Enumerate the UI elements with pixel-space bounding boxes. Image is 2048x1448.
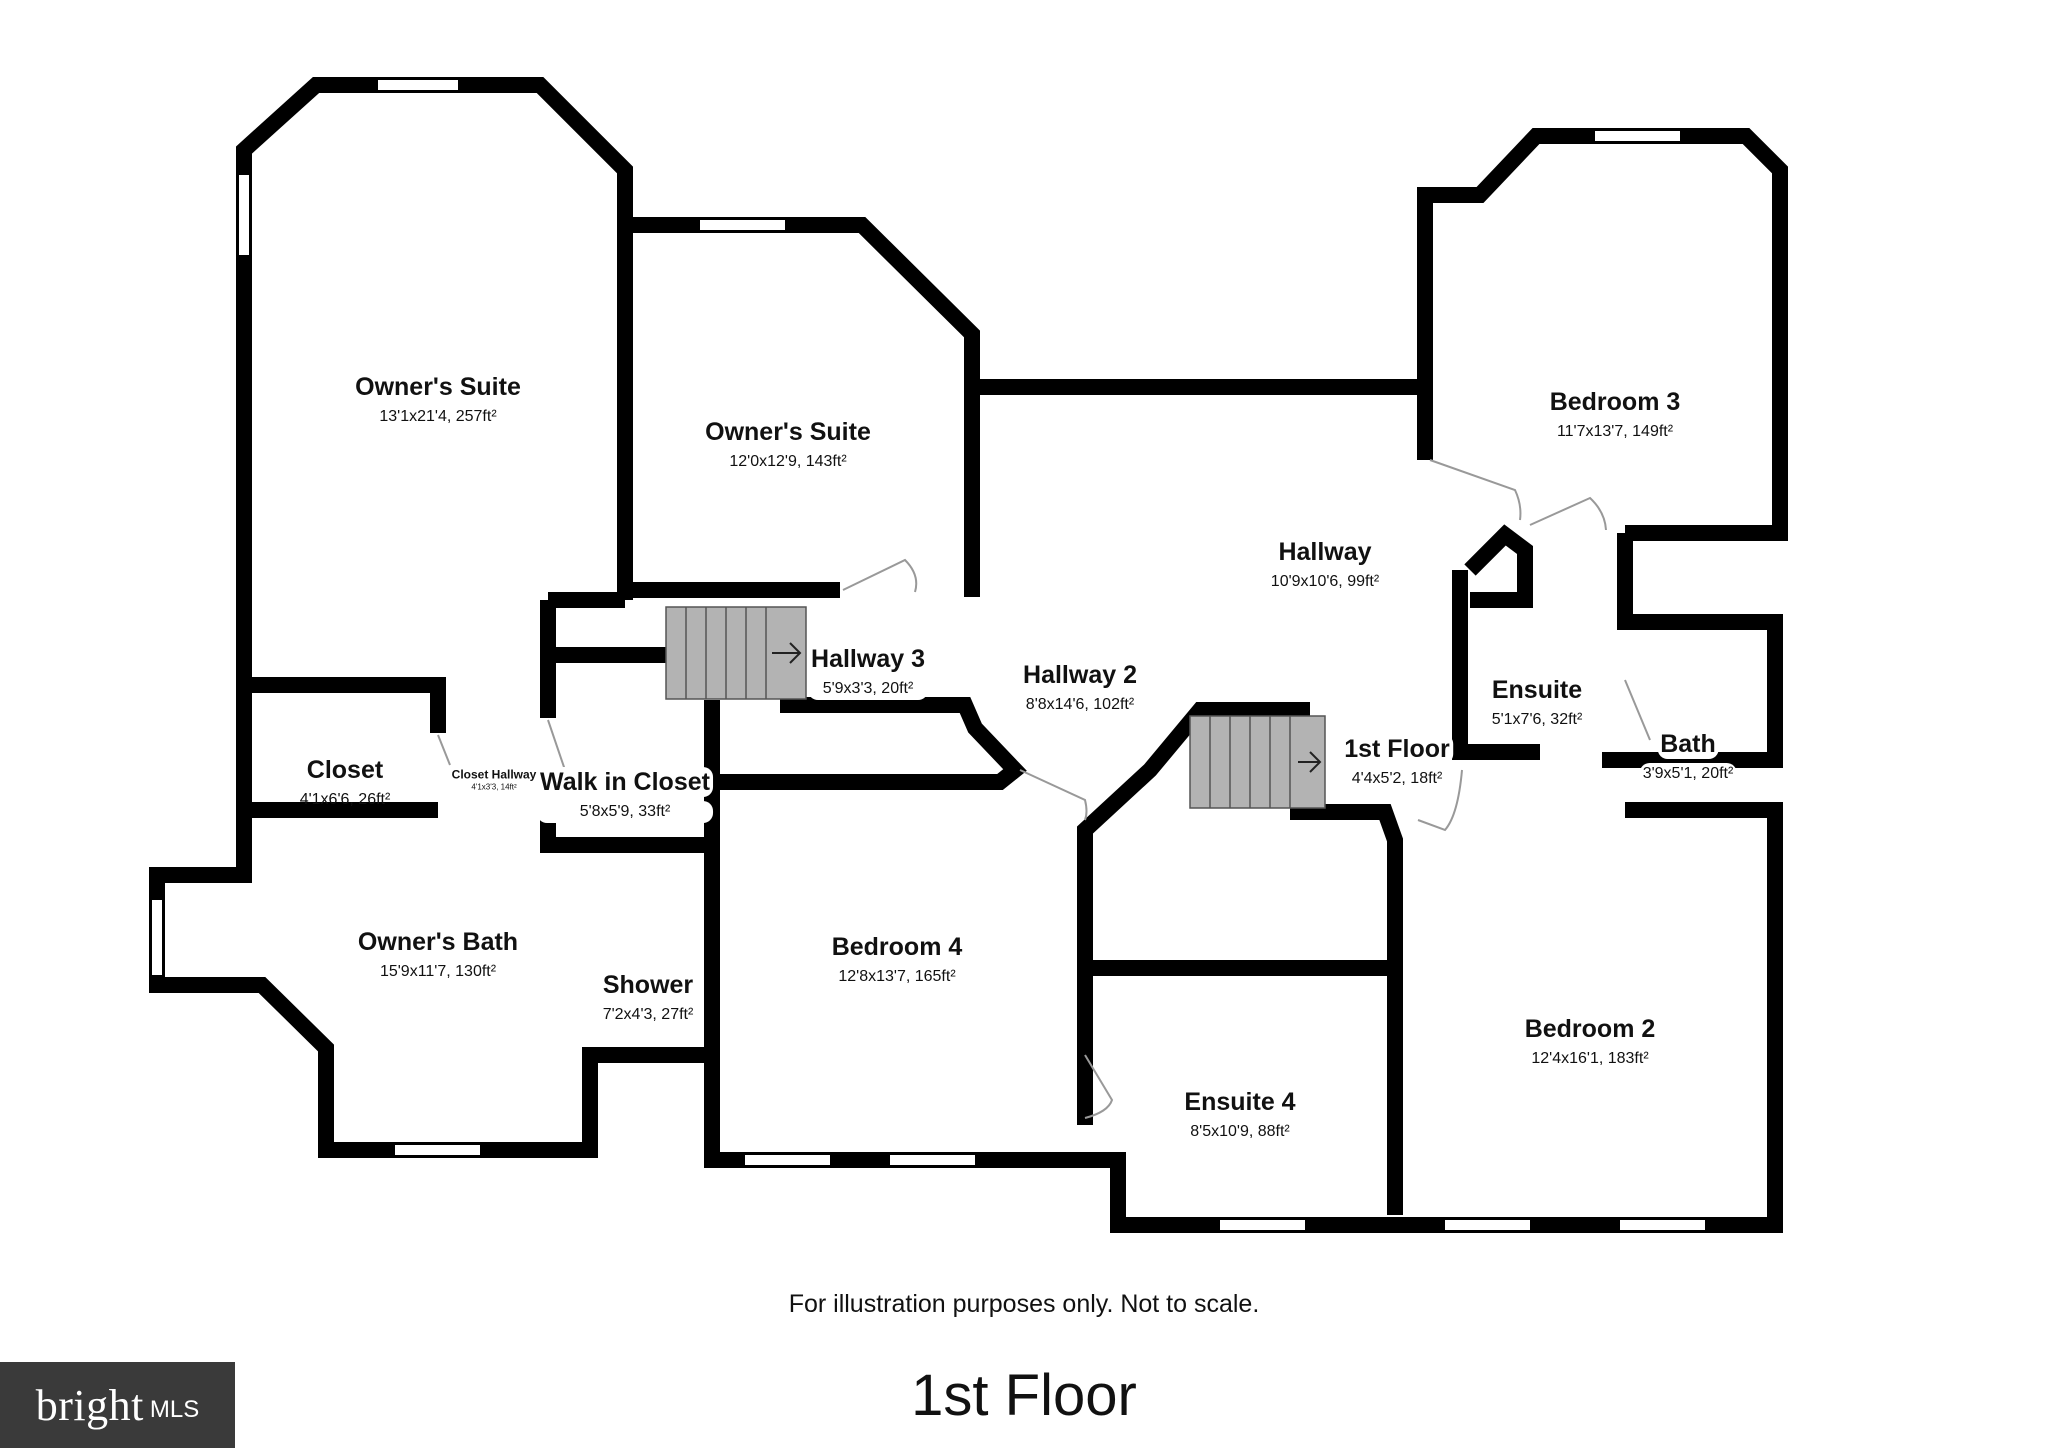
room-dims: 11'7x13'7, 149ft²	[1556, 423, 1674, 440]
room-label-ensuite: Ensuite 5'1x7'6, 32ft²	[1492, 675, 1583, 731]
door-swings	[437, 459, 1651, 1119]
room-name: Bedroom 3	[1549, 388, 1681, 416]
room-dims: 5'1x7'6, 32ft²	[1491, 711, 1583, 728]
room-name: Ensuite	[1491, 676, 1583, 704]
room-dims: 15'9x11'7, 130ft²	[379, 963, 497, 980]
staircase-upper	[665, 606, 807, 700]
room-label-hallway-3: Hallway 3 5'9x3'3, 20ft²	[808, 644, 928, 700]
room-name: Bedroom 4	[831, 933, 963, 961]
staircase-lower	[1189, 715, 1326, 809]
room-name: 1st Floor	[1341, 734, 1453, 764]
room-dims: 12'8x13'7, 165ft²	[838, 968, 956, 985]
room-dims: 4'1x3'3, 14ft²	[471, 782, 517, 792]
room-dims: 12'4x16'1, 183ft²	[1531, 1050, 1649, 1067]
logo-suffix: MLS	[149, 1396, 200, 1423]
room-label-owners-bath: Owner's Bath 15'9x11'7, 130ft²	[358, 927, 518, 983]
room-dims: 12'0x12'9, 143ft²	[729, 453, 847, 470]
room-label-bedroom-3: Bedroom 3 11'7x13'7, 149ft²	[1550, 387, 1681, 443]
room-name: Owner's Suite	[705, 418, 871, 446]
room-label-walk-in-closet: Walk in Closet 5'8x5'9, 33ft²	[537, 767, 713, 823]
room-name: Walk in Closet	[537, 767, 713, 797]
room-label-owners-suite-2: Owner's Suite 12'0x12'9, 143ft²	[705, 417, 871, 473]
room-label-bedroom-4: Bedroom 4 12'8x13'7, 165ft²	[832, 932, 963, 988]
room-label-bath: Bath 3'9x5'1, 20ft²	[1639, 729, 1737, 785]
room-dims: 8'8x14'6, 102ft²	[1025, 696, 1135, 713]
disclaimer-text: For illustration purposes only. Not to s…	[788, 1290, 1260, 1318]
room-name: Shower	[599, 970, 697, 1000]
room-name: Owner's Suite	[355, 373, 521, 401]
room-label-bedroom-2: Bedroom 2 12'4x16'1, 183ft²	[1525, 1014, 1656, 1070]
bright-mls-logo: bright MLS	[0, 1362, 235, 1448]
room-name: Hallway 2	[1023, 661, 1137, 689]
room-name: Hallway	[1278, 538, 1372, 566]
windows	[152, 80, 1705, 1230]
room-dims: 7'2x4'3, 27ft²	[599, 1004, 697, 1026]
room-label-1st-floor: 1st Floor 4'4x5'2, 18ft²	[1341, 734, 1453, 790]
room-dims: 8'5x10'9, 88ft²	[1190, 1123, 1290, 1140]
room-label-hallway: Hallway 10'9x10'6, 99ft²	[1271, 537, 1379, 593]
room-label-closet: Closet 4'1x6'6, 26ft²	[300, 755, 391, 811]
room-name: Closet	[306, 756, 384, 784]
room-dims: 4'4x5'2, 18ft²	[1341, 768, 1453, 790]
room-dims: 13'1x21'4, 257ft²	[379, 408, 497, 425]
room-label-ensuite-4: Ensuite 4 8'5x10'9, 88ft²	[1184, 1087, 1295, 1143]
room-label-closet-hallway: Closet Hallway 4'1x3'3, 14ft²	[452, 768, 537, 793]
room-name: Bath	[1657, 729, 1719, 759]
room-dims: 5'9x3'3, 20ft²	[808, 678, 928, 700]
room-dims: 4'1x6'6, 26ft²	[299, 791, 391, 808]
floor-title: 1st Floor	[911, 1363, 1137, 1428]
room-name: Bedroom 2	[1524, 1015, 1656, 1043]
room-label-owners-suite-1: Owner's Suite 13'1x21'4, 257ft²	[355, 372, 521, 428]
logo-word: bright	[35, 1380, 144, 1430]
exterior-walls	[149, 77, 1788, 1233]
room-label-hallway-2: Hallway 2 8'8x14'6, 102ft²	[1023, 660, 1137, 716]
room-dims: 10'9x10'6, 99ft²	[1270, 573, 1380, 590]
room-name: Closet Hallway	[451, 767, 537, 782]
room-name: Owner's Bath	[357, 928, 519, 956]
room-name: Hallway 3	[808, 644, 928, 674]
room-label-shower: Shower 7'2x4'3, 27ft²	[599, 970, 697, 1026]
room-dims: 3'9x5'1, 20ft²	[1639, 763, 1737, 785]
room-name: Ensuite 4	[1184, 1088, 1296, 1116]
room-dims: 5'8x5'9, 33ft²	[537, 801, 713, 823]
